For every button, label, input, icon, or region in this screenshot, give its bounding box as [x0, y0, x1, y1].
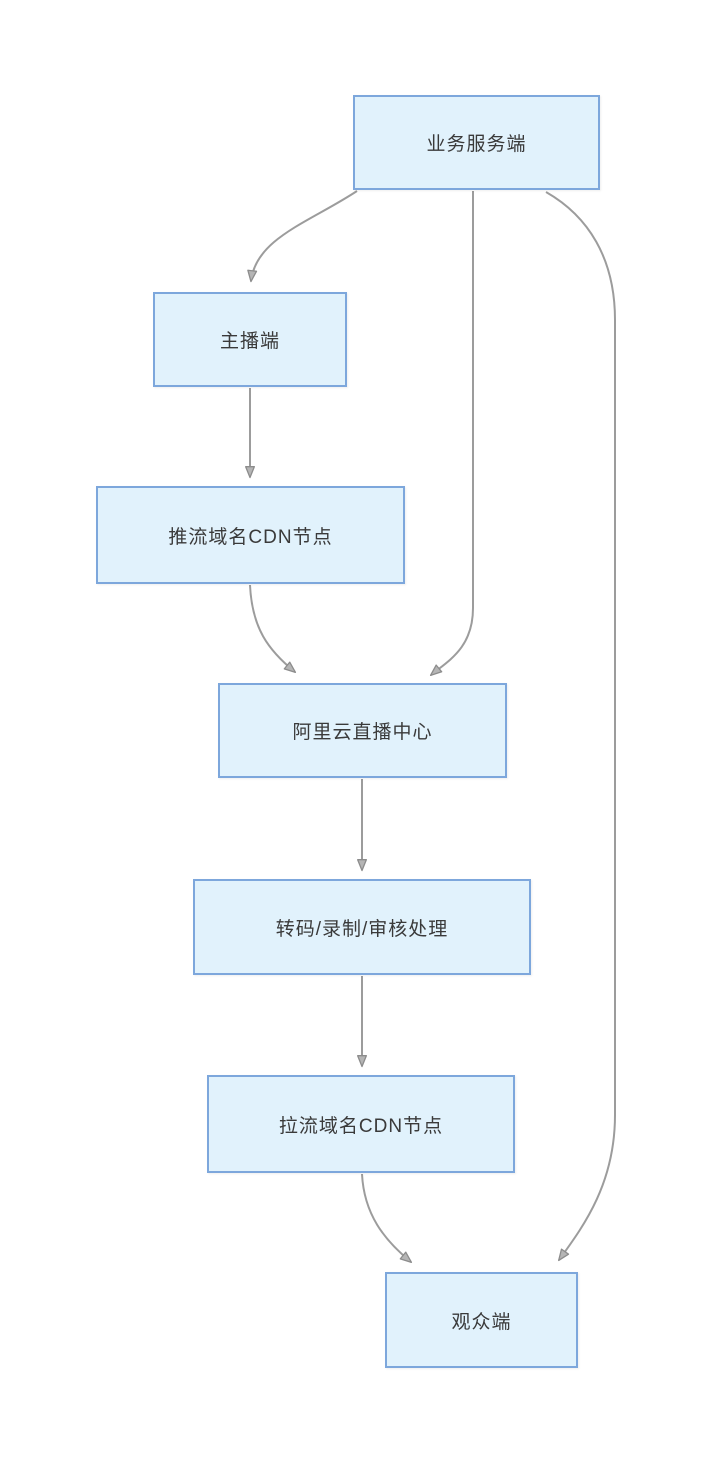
edge-push-cdn-to-live-center — [249, 584, 297, 673]
edge-business-to-anchor — [247, 190, 358, 283]
node-viewer-client-label: 观众端 — [451, 1311, 512, 1333]
edge-business-to-live-center — [429, 191, 474, 676]
node-business-server: 业务服务端 — [353, 95, 600, 190]
node-anchor-client-label: 主播端 — [219, 331, 280, 352]
node-pull-cdn-node: 拉流域名CDN节点 — [207, 1075, 515, 1173]
node-live-center-label: 阿里云直播中心 — [292, 722, 433, 743]
node-viewer-client: 观众端 — [385, 1272, 578, 1368]
node-push-cdn-node: 推流域名CDN节点 — [96, 486, 405, 584]
edge-business-to-viewer — [545, 191, 616, 1262]
node-pull-cdn-node-label: 拉流域名CDN节点 — [278, 1115, 444, 1137]
node-live-center: 阿里云直播中心 — [218, 683, 507, 778]
node-push-cdn-node-label: 推流域名CDN节点 — [168, 526, 333, 548]
node-business-server-label: 业务服务端 — [426, 134, 527, 155]
node-processing-label: 转码/录制/审核处理 — [275, 918, 449, 940]
edge-pull-cdn-to-viewer — [361, 1173, 413, 1263]
node-anchor-client: 主播端 — [153, 292, 347, 387]
node-processing: 转码/录制/审核处理 — [193, 879, 531, 975]
